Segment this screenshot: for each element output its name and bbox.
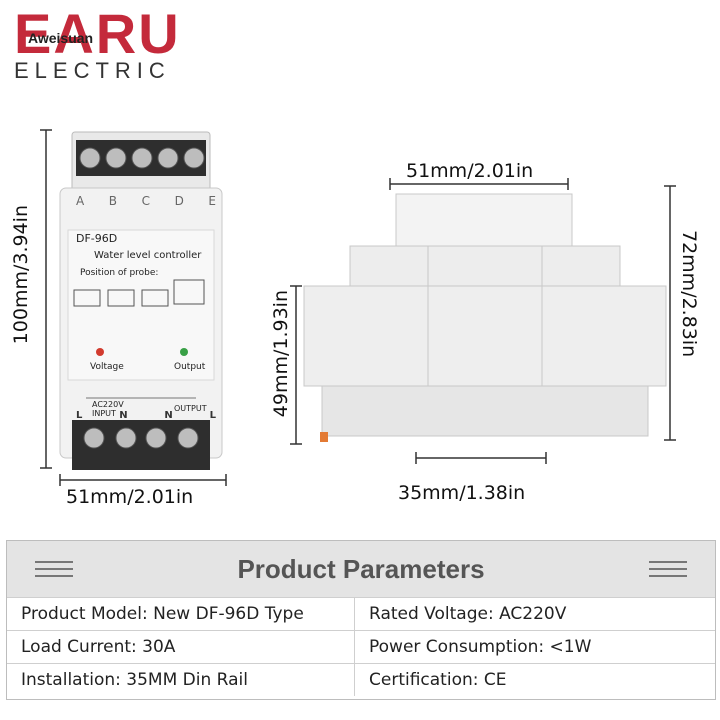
parameters-title: Product Parameters bbox=[237, 553, 485, 584]
terminal-label: L bbox=[209, 410, 216, 421]
terminal-letter: E bbox=[208, 194, 216, 208]
device-model-label: DF-96D bbox=[76, 232, 118, 245]
side-dimension-lines bbox=[290, 178, 676, 464]
parameters-header: Product Parameters bbox=[7, 541, 715, 597]
probe-label: Position of probe: bbox=[80, 268, 159, 278]
menu-lines-icon bbox=[649, 561, 687, 577]
terminal-letter: B bbox=[108, 194, 118, 208]
terminal-label: N bbox=[164, 410, 173, 421]
output-label: OUTPUT bbox=[174, 404, 207, 413]
side-height-label: 72mm/2.83in bbox=[678, 230, 700, 358]
front-width-label: 51mm/2.01in bbox=[66, 486, 194, 508]
parameters-grid: Product Model: New DF-96D Type Rated Vol… bbox=[7, 597, 715, 696]
param-cell: Installation: 35MM Din Rail bbox=[7, 663, 355, 696]
terminal-label: N bbox=[119, 410, 128, 421]
terminal-letter-row: A B C D E bbox=[76, 194, 216, 208]
terminal-label: L bbox=[76, 410, 83, 421]
device-side-illustration bbox=[303, 193, 667, 442]
front-height-label: 100mm/3.94in bbox=[10, 205, 32, 345]
param-cell: Power Consumption: <1W bbox=[355, 630, 715, 663]
led-output-label: Output bbox=[174, 362, 206, 372]
param-cell: Product Model: New DF-96D Type bbox=[7, 597, 355, 630]
product-parameters-table: Product Parameters Product Model: New DF… bbox=[6, 540, 716, 700]
input-label: AC220V INPUT bbox=[92, 400, 124, 418]
terminal-letter: A bbox=[76, 194, 85, 208]
terminal-letter: D bbox=[174, 194, 184, 208]
led-voltage-label: Voltage bbox=[90, 362, 124, 372]
rail-width-label: 35mm/1.38in bbox=[398, 482, 526, 504]
side-top-width-label: 51mm/2.01in bbox=[406, 160, 534, 182]
param-cell: Rated Voltage: AC220V bbox=[355, 597, 715, 630]
watermark-text: Aweisuan bbox=[28, 30, 94, 46]
device-front-illustration bbox=[59, 131, 223, 470]
brand-logo: EARU bbox=[14, 2, 181, 65]
side-inner-height-label: 49mm/1.93in bbox=[270, 290, 292, 418]
terminal-letter: C bbox=[141, 194, 150, 208]
brand-subtitle: ELECTRIC bbox=[14, 58, 171, 83]
device-front-view bbox=[56, 130, 226, 475]
bottom-terminal-row: L N N L bbox=[76, 410, 216, 421]
param-cell: Certification: CE bbox=[355, 663, 715, 696]
front-dimension-lines bbox=[40, 129, 227, 486]
menu-lines-icon bbox=[35, 561, 73, 577]
param-cell: Load Current: 30A bbox=[7, 630, 355, 663]
device-side-view bbox=[300, 190, 670, 445]
device-subtitle: Water level controller bbox=[94, 250, 202, 261]
